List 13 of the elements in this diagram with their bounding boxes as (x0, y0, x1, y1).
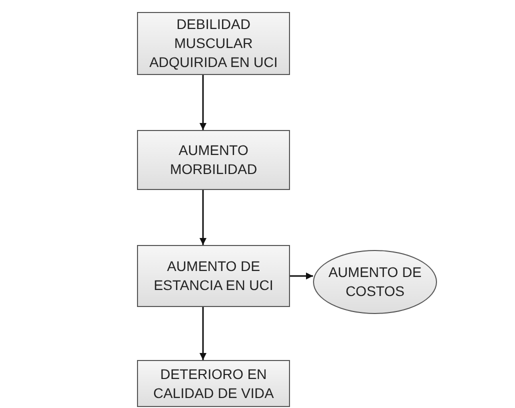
node-text: AUMENTO DE COSTOS (327, 263, 423, 301)
node-text: AUMENTO DE ESTANCIA EN UCI (152, 257, 274, 295)
arrow (200, 190, 206, 245)
process-box (137, 130, 290, 190)
process-box (137, 360, 290, 407)
node-text: AUMENTO MORBILIDAD (168, 141, 258, 179)
arrow (290, 272, 313, 280)
process-box (137, 245, 290, 307)
node-text: DEBILIDAD MUSCULAR ADQUIRIDA EN UCI (148, 15, 279, 72)
arrow (200, 307, 206, 360)
node-text: DETERIORO EN CALIDAD DE VIDA (152, 364, 275, 402)
arrow (200, 75, 206, 130)
process-box (137, 12, 290, 75)
